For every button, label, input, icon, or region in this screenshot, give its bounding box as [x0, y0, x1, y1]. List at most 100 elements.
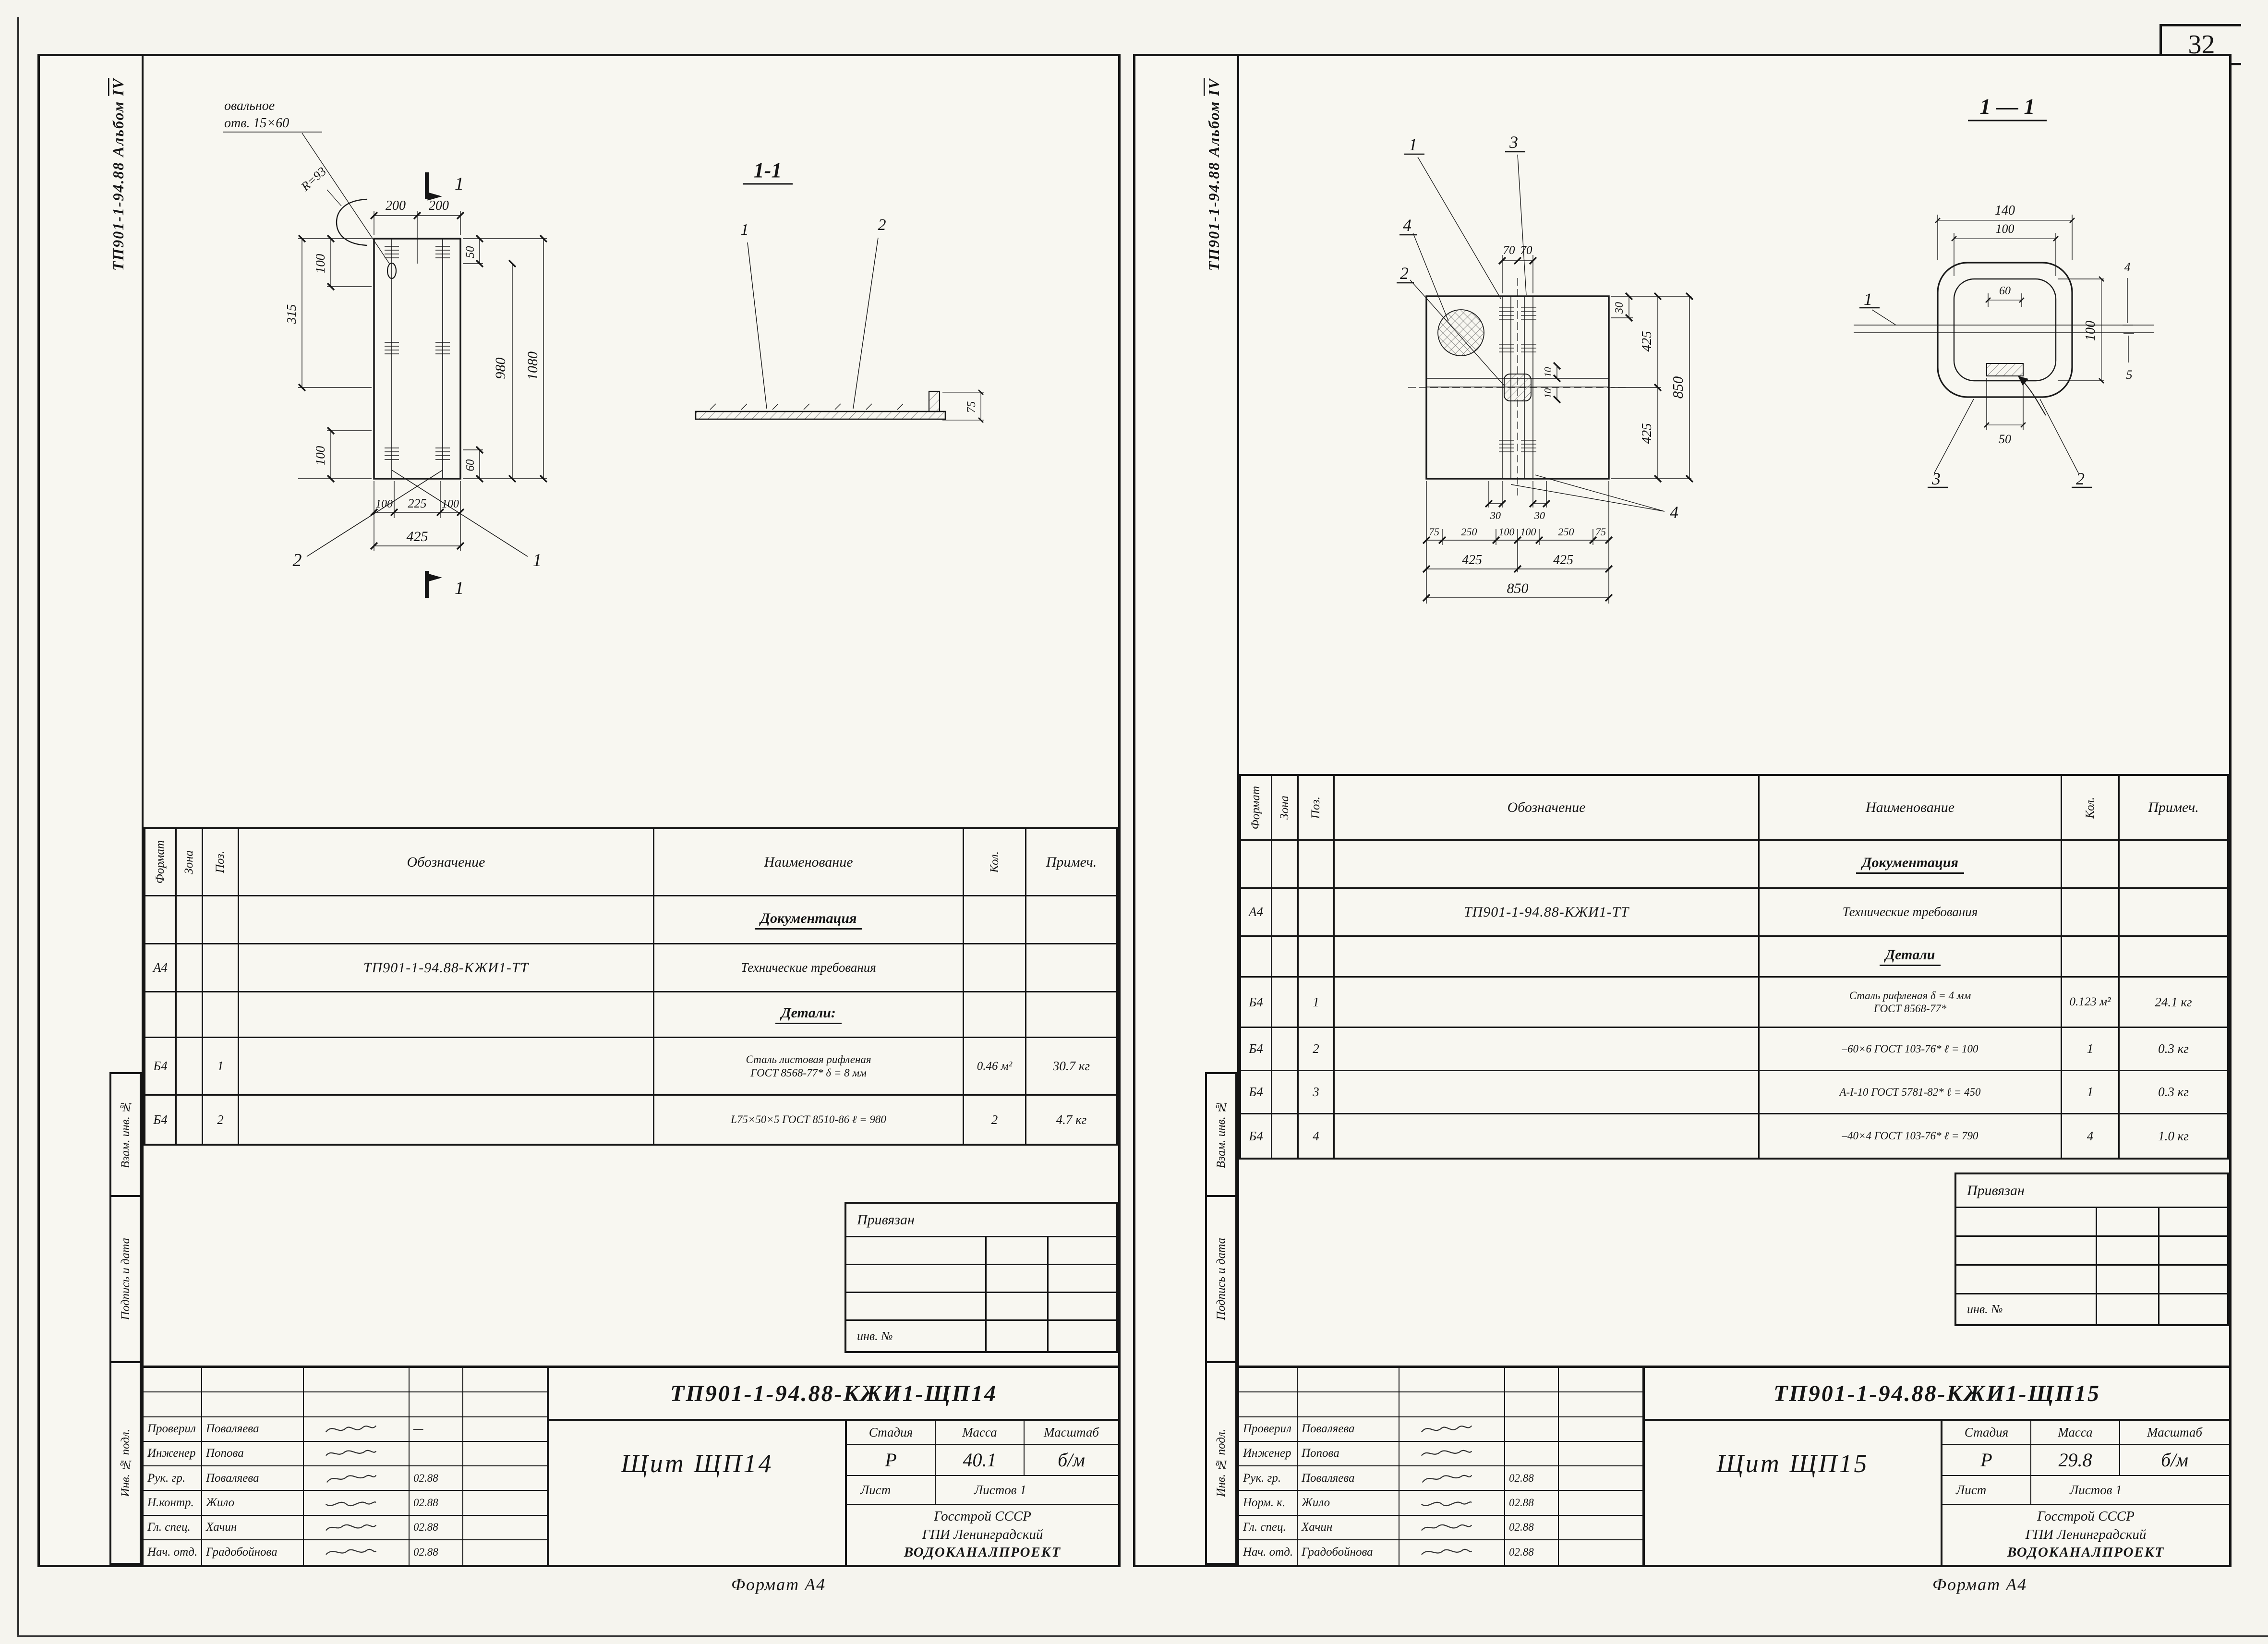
section-view-1-1 — [695, 183, 984, 423]
signature-scribble — [325, 1425, 377, 1433]
spec-header-note: Примеч. — [1046, 854, 1097, 870]
hatch-marks — [1499, 307, 1536, 452]
mass-header: Масса — [2031, 1421, 2120, 1445]
margin-label-inv-podl: Инв. № подл. — [109, 1361, 142, 1565]
signature-scribble — [1421, 1524, 1472, 1531]
stage-header: Стадия — [847, 1421, 936, 1445]
album-text: ТП901-1-94.88 Альбом — [1205, 100, 1222, 271]
dim-b250b: 250 — [1558, 526, 1574, 538]
margin-label-vzam-inv: Взам. инв. № — [109, 1072, 142, 1197]
spec-header-zone: Зона — [1272, 776, 1299, 839]
spec-row-section: Документация — [1241, 841, 2227, 889]
dim-60: 60 — [1999, 285, 2011, 297]
spec-header-designation: Обозначение — [1335, 776, 1760, 839]
spec-row-tt: А4 ТП901-1-94.88-КЖИ1-ТТ Технические тре… — [1241, 889, 2227, 937]
stage-header: Стадия — [1942, 1421, 2031, 1445]
section-dim-75: 75 — [965, 401, 978, 413]
scale-header: Масштаб — [1025, 1421, 1118, 1445]
signature-scribble — [325, 1524, 377, 1531]
dim-50: 50 — [1999, 432, 2011, 446]
panel-edge-lines — [391, 239, 443, 479]
stage-value: Р — [847, 1445, 936, 1476]
spec-table: Формат Зона Поз. Обозначение Наименовани… — [1239, 774, 2229, 1160]
margin-label-podpis-data: Подпись и дата — [1205, 1195, 1237, 1363]
format-note: Формат А4 — [1932, 1575, 2027, 1594]
signature-scribble — [326, 1475, 377, 1483]
section-cut-marks — [425, 172, 442, 598]
oval-hole — [386, 262, 397, 279]
dim-b425: 425 — [407, 529, 428, 544]
scale-value: б/м — [1025, 1445, 1118, 1476]
scale-value: б/м — [2120, 1445, 2229, 1476]
rifled-ticks — [710, 403, 904, 410]
document-number: ТП901-1-94.88-КЖИ1-ЩП14 — [549, 1368, 1118, 1421]
dim-425a: 425 — [1639, 331, 1654, 352]
sig-row: Рук. гр.Поваляева 02.88 — [1239, 1466, 1642, 1491]
pos-label-1: 1 — [1864, 290, 1872, 309]
spec-row-section: Детали: — [145, 992, 1116, 1038]
signature-scribble — [326, 1501, 376, 1506]
dim-b75a: 75 — [1429, 526, 1439, 538]
dim-b850: 850 — [1507, 580, 1529, 596]
spec-row-section: Документация — [145, 896, 1116, 944]
signature-scribble — [325, 1549, 377, 1555]
cut-mark-top: 1 — [455, 174, 464, 194]
section-leaders — [747, 237, 879, 409]
cell-designation: ТП901-1-94.88-КЖИ1-ТТ — [239, 944, 654, 991]
dim-60: 60 — [464, 459, 477, 471]
plate-section — [695, 411, 946, 420]
sig-row: Рук. гр.Поваляева 02.88 — [144, 1466, 547, 1491]
plan-label-4: 4 — [1403, 216, 1411, 235]
plan-label-2: 2 — [1400, 264, 1409, 283]
dim-4: 4 — [2124, 260, 2131, 274]
dim-200a: 200 — [386, 198, 406, 213]
product-name: Щит ЩП15 — [1645, 1421, 1942, 1565]
strap-through — [1854, 325, 2154, 333]
label-flags — [1397, 151, 1525, 284]
stage-value: Р — [1942, 1445, 2031, 1476]
mass-value: 40.1 — [936, 1445, 1025, 1476]
dim-980: 980 — [493, 358, 508, 379]
sig-row: Гл. спец.Хачин 02.88 — [1239, 1515, 1642, 1540]
radius-note: R=93 — [298, 164, 329, 194]
pos-label-1: 1 — [533, 550, 542, 570]
spec-row-item-2: Б4 2 –60×6 ГОСТ 103-76* ℓ = 100 1 0.3 кг — [1241, 1028, 2227, 1071]
dim-425b: 425 — [1639, 423, 1654, 444]
dim-b250a: 250 — [1461, 526, 1477, 538]
dim-b225: 225 — [408, 496, 427, 510]
edge-profile — [336, 198, 368, 246]
signature-scribble — [1422, 1475, 1472, 1483]
binding-inv-row: инв. № — [846, 1321, 1116, 1351]
signature-scribble — [1421, 1450, 1472, 1456]
album-designation: ТП901-1-94.88 Альбом IV — [1196, 69, 1231, 280]
binding-box: Привязан инв. № — [844, 1202, 1118, 1353]
binding-box: Привязан инв. № — [1954, 1173, 2229, 1326]
center-connector — [1504, 374, 1532, 401]
spec-header-note: Примеч. — [2148, 799, 2199, 815]
drawing-labels: 1 — 1 140 100 60 100 4 5 50 3 2 1 1 3 4 … — [1400, 94, 2133, 596]
position-leaders — [306, 470, 528, 557]
product-name: Щит ЩП14 — [549, 1421, 847, 1565]
drawing-shp15: 1 — 1 140 100 60 100 4 5 50 3 2 1 1 3 4 … — [1397, 94, 2154, 604]
dim-b100a: 100 — [375, 498, 393, 510]
drawing-shp14: овальное отв. 15×60 R=93 1 1 200 200 100… — [223, 98, 984, 598]
document-number: ТП901-1-94.88-КЖИ1-ЩП15 — [1645, 1368, 2229, 1421]
page-bottom-edge-line — [17, 1635, 2268, 1637]
mass-header: Масса — [936, 1421, 1025, 1445]
page-edge-line — [17, 17, 19, 1636]
spec-row-tt: А4 ТП901-1-94.88-КЖИ1-ТТ Технические тре… — [145, 944, 1116, 992]
sheet-shp14: ТП901-1-94.88 Альбом IV Взам. инв. № Под… — [37, 54, 1121, 1594]
spec-header-format: Формат — [145, 829, 177, 895]
dim-70b: 70 — [1520, 244, 1533, 257]
spec-header-format: Формат — [1241, 776, 1272, 839]
sig-row: Нач. отд.Градобойнова 02.88 — [1239, 1540, 1642, 1565]
